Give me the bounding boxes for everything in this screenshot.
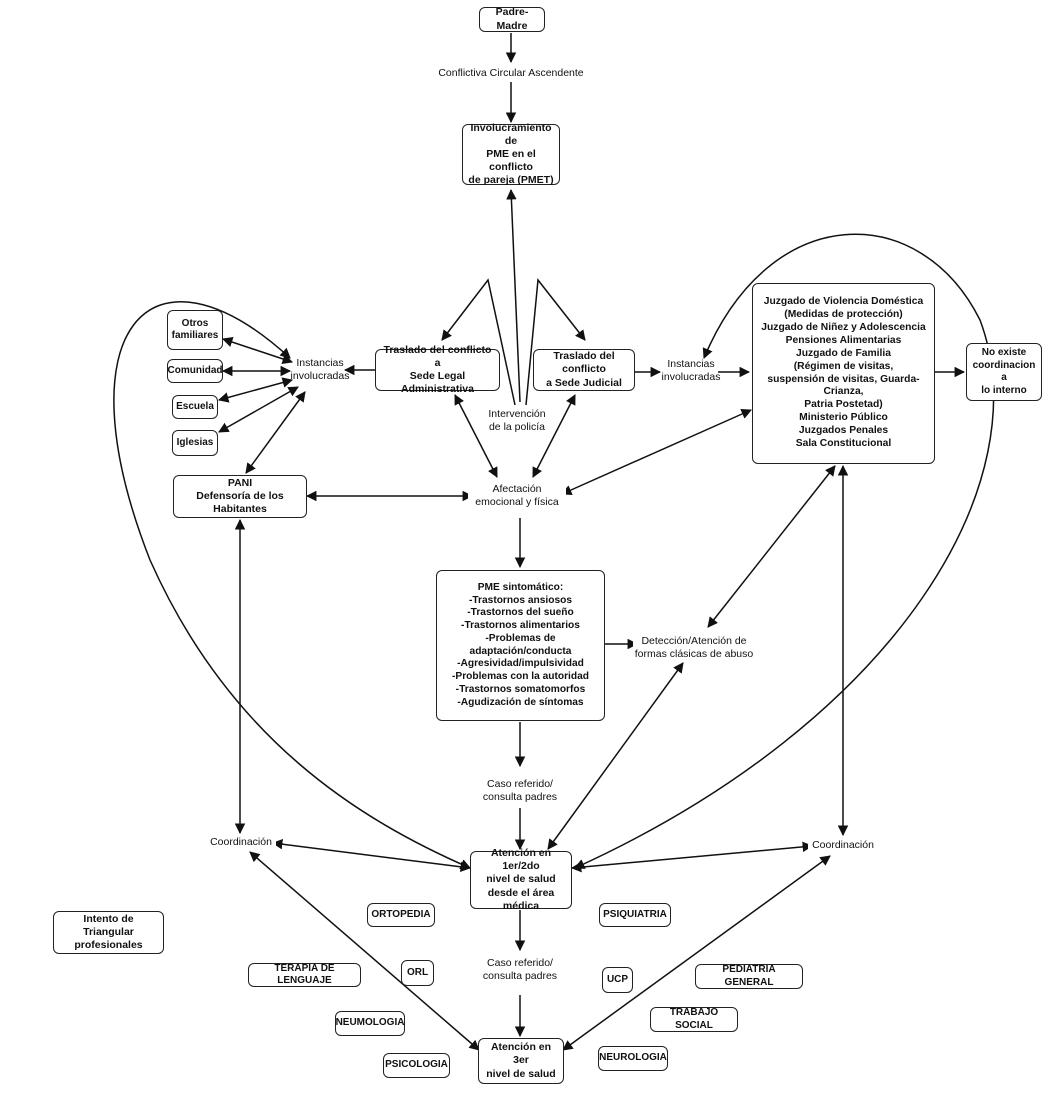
arrow-atencion-3-coordinacion-left [249,851,480,1051]
label-conflictiva: Conflictiva Circular Ascendente [438,67,584,79]
node-pediatria-general: PEDIATRIA GENERAL [695,964,803,989]
node-pme-sintomatico: PME sintomático: -Trastornos ansiosos -T… [436,570,605,721]
arrow-instancias-iglesias [218,386,299,433]
arrow-instancias-pani [245,391,306,474]
node-neumologia: NEUMOLOGIA [335,1011,405,1036]
node-traslado-judicial: Traslado del conflicto a Sede Judicial [533,349,635,391]
node-intento-triangular: Intento de Triangular profesionales [53,911,164,954]
arrow-intervencion-to-traslado-judicial [525,278,586,406]
label-caso-2: Caso referido/ consulta padres [474,957,566,984]
node-pmet: Involucramiento de PME en el conflicto d… [462,122,560,186]
arrow-afectacion-juzgados [561,409,752,495]
node-orl: ORL [401,960,434,986]
node-ortopedia: ORTOPEDIA [367,903,435,927]
label-instancias-right: Instancias involucradas [661,358,721,384]
label-deteccion: Detección/Atención de formas clásicas de… [633,635,755,662]
node-iglesias: Iglesias [172,430,218,456]
node-psiquiatria: PSIQUIATRIA [599,903,671,927]
node-juzgados: Juzgado de Violencia Doméstica (Medidas … [752,283,935,464]
arrow-intervencion-to-pmet [506,188,521,403]
node-comunidad: Comunidad [167,359,223,383]
label-caso-1: Caso referido/ consulta padres [474,778,566,805]
arrow-afectacion-traslado-judicial [532,394,576,478]
node-no-existe: No existe coordinacion a lo interno [966,343,1042,401]
label-afectacion: Afectación emocional y física [468,483,566,510]
arrow-intervencion-to-traslado-admin [441,278,516,406]
label-coordinacion-left: Coordinación [206,836,276,850]
node-ucp: UCP [602,967,633,993]
label-instancias-left: Instancias involucradas [290,357,350,383]
node-terapia-lenguaje: TERAPIA DE LENGUAJE [248,963,361,987]
node-escuela: Escuela [172,395,218,419]
node-otros-familiares: Otros familiares [167,310,223,350]
node-psicologia: PSICOLOGIA [383,1053,450,1078]
node-atencion-1: Atención en 1er/2do nivel de salud desde… [470,847,572,912]
node-traslado-admin: Traslado del conflicto a Sede Legal Admi… [375,344,500,395]
node-pani: PANI Defensoría de los Habitantes [173,475,307,518]
node-trabajo-social: TRABAJO SOCIAL [650,1007,738,1032]
node-padre-madre: Padre-Madre [479,6,545,32]
node-neurologia: NEUROLOGIA [598,1046,668,1071]
arrow-coordinacion-left-atencion-1 [271,838,472,873]
node-atencion-3: Atención en 3er nivel de salud [478,1038,564,1084]
label-intervencion: Intervención de la policía [480,408,554,435]
label-coordinacion-right: Coordinación [808,839,878,853]
arrow-deteccion-juzgados [707,465,836,628]
arrow-atencion-3-coordinacion-right [562,855,831,1051]
arrow-loop-left [113,301,471,870]
arrow-atencion-1-coordinacion-right [570,841,814,873]
